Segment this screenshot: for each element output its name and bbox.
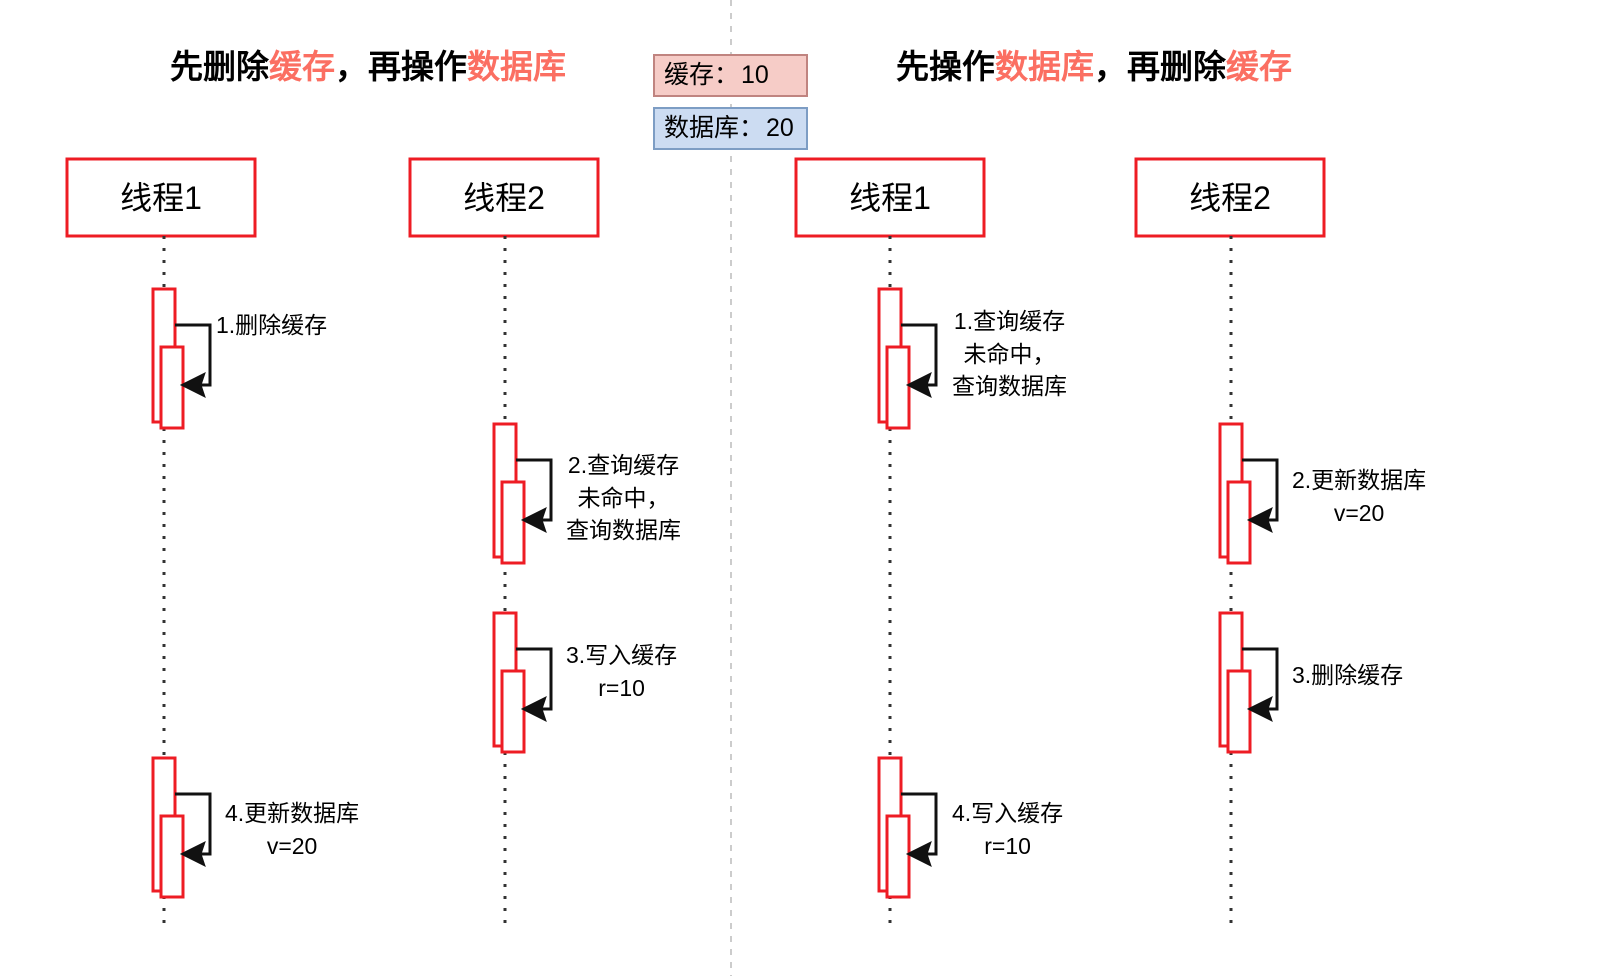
message-label: 1.删除缓存 (216, 309, 327, 342)
panel-title-segment: 缓存 (1226, 48, 1292, 85)
activation-bar-inner (159, 814, 185, 899)
message-label-line: 查询数据库 (566, 517, 681, 544)
self-call-arrow-path (175, 323, 212, 387)
self-call-arrow-path (901, 792, 938, 856)
panel-title-right: 先操作数据库，再删除缓存 (896, 50, 1292, 83)
self-call-arrow-path (516, 458, 553, 522)
activation-bar-inner (500, 669, 526, 754)
message-label-line: 未命中， (963, 340, 1056, 367)
panel-title-segment: ，再删除 (1094, 48, 1226, 85)
legend-cache-label: 缓存： (664, 61, 740, 89)
self-call-arrow-path (1242, 458, 1279, 522)
self-call-arrow-path (516, 647, 553, 711)
self-call-arrowhead (520, 507, 547, 533)
lifeline-name: 线程1 (849, 179, 931, 216)
self-call-arrows-layer (175, 323, 1279, 867)
message-label-line: r=10 (598, 674, 645, 701)
message-label-line: 1.查询缓存 (953, 308, 1066, 334)
self-call-arrow-path (175, 792, 212, 856)
message-label-line: 3.删除缓存 (1292, 662, 1404, 688)
message-label: 4.写入缓存 r=10 (952, 797, 1063, 862)
lifeline-name: 线程2 (463, 179, 545, 216)
activation-bar-inner (885, 345, 911, 430)
self-call-arrowhead (905, 372, 932, 398)
panel-title-segment: 先操作 (896, 48, 995, 85)
panel-title-segment: 先删除 (170, 48, 269, 85)
panel-title-segment: 缓存 (269, 48, 335, 85)
legend-cache-box: 缓存： 10 (653, 54, 808, 97)
message-label-line: v=20 (266, 832, 318, 859)
message-label: 3.写入缓存 r=10 (566, 639, 677, 704)
message-label-line: 查询数据库 (952, 373, 1067, 400)
activation-bar-inner (1226, 669, 1252, 754)
message-label-line: 4.写入缓存 (952, 800, 1064, 826)
panel-title-segment: 数据库 (995, 48, 1094, 85)
lifeline-header-box (1134, 157, 1326, 238)
legend-database-value: 20 (766, 114, 794, 142)
message-label-line: 2.更新数据库 (1292, 467, 1427, 493)
lifeline-header-box (408, 157, 600, 238)
self-call-arrowhead (905, 841, 932, 867)
legend-cache-value: 10 (741, 61, 769, 89)
activation-bar-inner (159, 345, 185, 430)
self-call-arrowhead (1246, 507, 1273, 533)
panel-title-segment: 数据库 (467, 48, 566, 85)
message-label-line: 4.更新数据库 (225, 800, 360, 826)
message-label-line: 未命中， (577, 484, 670, 511)
message-label: 4.更新数据库 v=20 (225, 797, 359, 862)
message-label-line: 2.查询缓存 (567, 452, 680, 478)
message-label: 3.删除缓存 (1292, 659, 1403, 692)
message-label: 2.更新数据库 v=20 (1292, 464, 1426, 529)
activations-layer (151, 287, 1252, 899)
self-call-arrowhead (520, 696, 547, 722)
lifeline-name: 线程1 (120, 179, 202, 216)
activation-bar-inner (500, 480, 526, 565)
self-call-arrowhead (1246, 696, 1273, 722)
self-call-arrow-path (901, 323, 938, 387)
message-label-line: v=20 (1333, 499, 1385, 526)
message-label-line: 3.写入缓存 (566, 642, 678, 668)
message-label-line: 1.删除缓存 (216, 312, 328, 338)
legend-database-label: 数据库： (664, 114, 765, 142)
activation-bar-inner (885, 814, 911, 899)
activation-bar-inner (1226, 480, 1252, 565)
self-call-arrow-path (1242, 647, 1279, 711)
message-label: 1.查询缓存未命中， 查询数据库 (952, 305, 1067, 403)
message-label: 2.查询缓存未命中， 查询数据库 (566, 449, 681, 547)
panel-title-left: 先删除缓存，再操作数据库 (170, 50, 566, 83)
lifeline-name: 线程2 (1189, 179, 1271, 216)
self-call-arrowhead (179, 841, 206, 867)
message-label-line: r=10 (984, 832, 1031, 859)
panel-title-segment: ，再操作 (335, 48, 467, 85)
lifeline-header-box (65, 157, 257, 238)
self-call-arrowhead (179, 372, 206, 398)
legend-database-box: 数据库： 20 (653, 107, 808, 150)
lifelines-layer (65, 157, 1326, 925)
